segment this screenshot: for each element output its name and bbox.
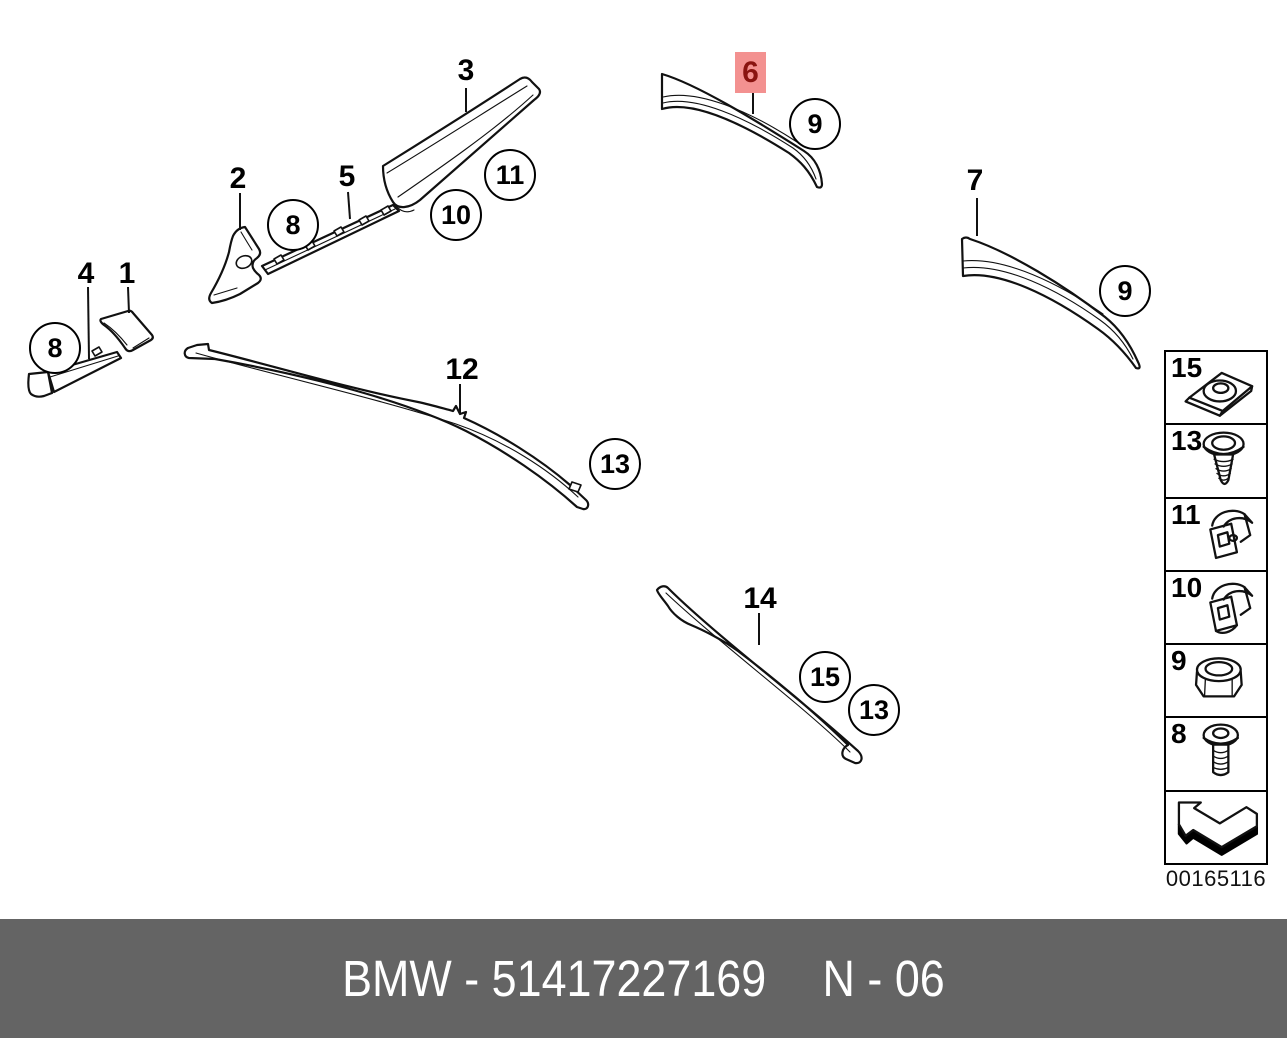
callout-15[interactable]: 15 [799,651,851,703]
leader-lines [87,88,978,645]
leader-line-4 [87,286,90,360]
leader-line-5 [347,191,351,220]
part-1-drawing[interactable] [99,309,154,353]
part-3-drawing[interactable] [381,76,542,213]
legend-number-13: 13 [1171,425,1203,457]
speed-nut-icon [1184,371,1254,417]
part-label-7[interactable]: 7 [966,164,984,197]
legend-item-15[interactable]: 15 [1164,350,1268,426]
legend-number-9: 9 [1171,645,1187,677]
legend-item-11[interactable]: 11 [1164,496,1268,572]
part-label-1[interactable]: 1 [118,257,136,290]
legend-number-15: 15 [1171,352,1203,383]
legend-item-13[interactable]: 13 [1164,423,1268,499]
callout-11[interactable]: 11 [484,149,536,201]
callout-9-b[interactable]: 9 [1099,265,1151,317]
part-12-drawing[interactable] [183,342,590,511]
self-tapping-screw-icon [1202,431,1245,486]
legend-number-11: 11 [1171,498,1201,530]
part-label-12[interactable]: 12 [445,353,479,386]
legend-number-10: 10 [1171,571,1203,603]
part-label-4[interactable]: 4 [77,257,95,290]
callout-8-b[interactable]: 8 [29,322,81,374]
callout-10[interactable]: 10 [430,189,482,241]
legend-number-8: 8 [1171,718,1187,750]
callout-9-a[interactable]: 9 [789,98,841,150]
part-4-drawing[interactable] [27,346,123,398]
fastener-legend: 15 13 11 [1164,350,1268,866]
part-label-2[interactable]: 2 [229,162,247,195]
legend-item-10[interactable]: 10 [1164,569,1268,646]
spring-clip-icon [1209,509,1254,559]
footer-part-number: BMW - 51417227169 [342,950,767,1007]
part-5-drawing[interactable] [260,203,401,276]
part-label-6-highlighted[interactable]: 6 [735,52,766,93]
part-6-drawing[interactable] [660,72,824,189]
socket-screw-icon [1202,723,1240,777]
legend-item-9[interactable]: 9 [1164,643,1268,719]
diagram-image-number: 00165116 [1165,866,1267,891]
part-label-5[interactable]: 5 [338,160,356,193]
callout-13-a[interactable]: 13 [589,438,641,490]
part-7-drawing[interactable] [960,236,1141,370]
parts-diagram [27,72,1141,765]
spring-clip-icon [1209,582,1254,634]
callout-13-b[interactable]: 13 [848,684,900,736]
footer-page-code: N - 06 [822,950,945,1007]
part-label-14[interactable]: 14 [743,582,777,615]
back-arrow-icon [1177,801,1259,856]
legend-item-8[interactable]: 8 [1164,716,1268,792]
nav-arrow-cell[interactable] [1164,789,1268,866]
part-14-drawing[interactable] [655,585,863,765]
lock-nut-icon [1194,657,1243,698]
part-label-3[interactable]: 3 [457,54,475,87]
callout-8-a[interactable]: 8 [267,199,319,251]
leader-line-1 [127,286,130,314]
footer-bar: BMW - 51417227169 N - 06 [0,919,1287,1038]
part-2-drawing[interactable] [208,225,262,305]
